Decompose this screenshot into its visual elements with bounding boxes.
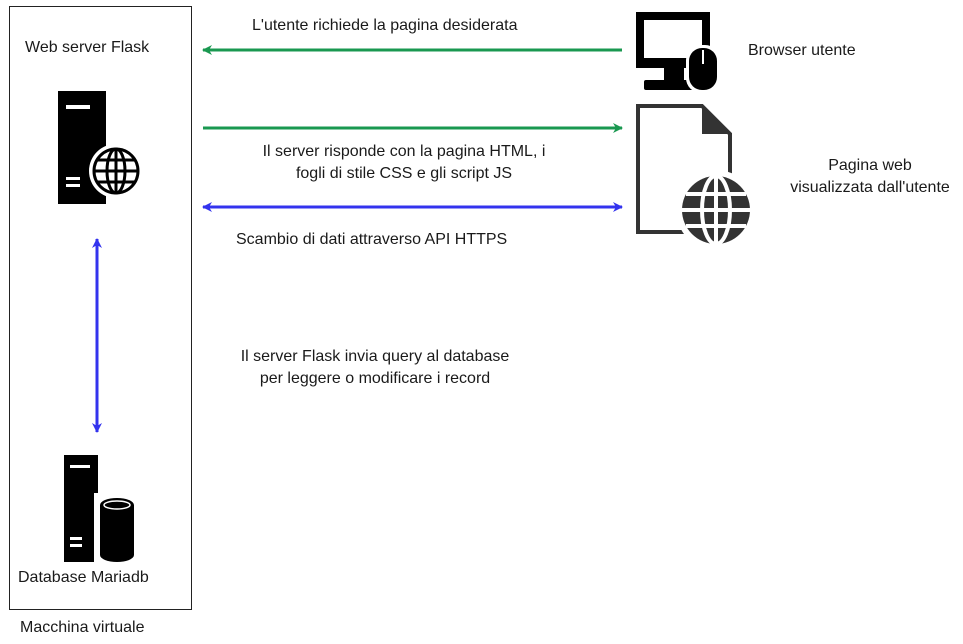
response-label-line1: Il server risponde con la pagina HTML, i [262,143,546,160]
request-label: L'utente richiede la pagina desiderata [252,17,518,34]
monitor-mouse-icon [636,12,720,93]
browser-label: Browser utente [748,42,856,59]
web-page-globe-icon [636,104,756,250]
db-query-label-line2: per leggere o modificare i record [259,370,491,387]
web-page-label-line2: visualizzata dall'utente [790,179,950,196]
api-label: Scambio di dati attraverso API HTTPS [236,231,508,248]
web-page-label: Pagina web visualizzata dall'utente [776,155,963,199]
db-query-label: Il server Flask invia query al database … [190,346,560,390]
response-label: Il server risponde con la pagina HTML, i… [216,141,592,185]
web-page-label-line1: Pagina web [828,157,912,174]
database-server-icon [64,455,136,565]
database-label: Database Mariadb [18,569,149,586]
server-globe-icon [58,91,143,204]
virtual-machine-label: Macchina virtuale [20,619,145,636]
response-label-line2: fogli di stile CSS e gli script JS [295,165,513,182]
web-server-label: Web server Flask [25,39,150,56]
virtual-machine-box [9,6,192,610]
db-query-label-line1: Il server Flask invia query al database [240,348,510,365]
